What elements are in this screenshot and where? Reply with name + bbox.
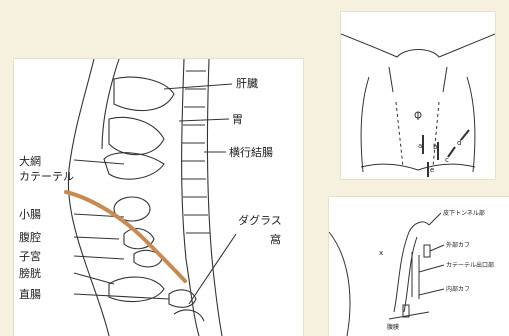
catheter-detail-panel: 皮下トンネル部 外部カフ カテーテル出口部 内部カフ 腹膜 x	[329, 197, 509, 336]
label-outer-cuff: 外部カフ	[446, 241, 470, 249]
catheter-line	[66, 192, 185, 281]
abdomen-front-panel: a b c d e	[341, 12, 495, 179]
label-stomach: 胃	[232, 113, 243, 126]
sagittal-section-panel: 肝臓 胃 横行結腸 大網 カテーテル 小腸 腹腔 子宮 膀胱 直腸 ダグラス 窩	[14, 59, 303, 336]
label-peritoneum-detail: 腹膜	[387, 323, 399, 331]
label-peritoneum: 腹腔	[19, 230, 41, 244]
label-uterus: 子宮	[19, 249, 41, 263]
label-douglas: ダグラス	[238, 213, 282, 227]
label-catheter: カテーテル	[19, 170, 74, 183]
label-omentum: 大網	[19, 154, 41, 168]
label-x-mark: x	[379, 249, 383, 257]
label-exit-site: カテーテル出口部	[446, 261, 494, 269]
label-tunnel: 皮下トンネル部	[443, 209, 485, 217]
site-b: b	[433, 143, 438, 151]
site-e: e	[430, 166, 434, 174]
catheter-detail-drawing: 皮下トンネル部 外部カフ カテーテル出口部 内部カフ 腹膜 x	[329, 197, 509, 336]
label-douglas-pouch: 窩	[270, 232, 281, 246]
label-transverse-colon: 横行結腸	[229, 145, 273, 159]
label-inner-cuff: 内部カフ	[446, 285, 470, 293]
label-rectum: 直腸	[19, 287, 41, 301]
abdomen-front-drawing: a b c d e	[341, 12, 495, 179]
label-bladder: 膀胱	[19, 266, 41, 280]
site-c: c	[445, 156, 449, 164]
site-d: d	[457, 139, 461, 147]
label-small-intestine: 小腸	[19, 208, 41, 221]
label-liver: 肝臓	[236, 77, 258, 90]
site-a: a	[418, 142, 422, 150]
sagittal-section-drawing: 肝臓 胃 横行結腸 大網 カテーテル 小腸 腹腔 子宮 膀胱 直腸 ダグラス 窩	[14, 59, 303, 336]
